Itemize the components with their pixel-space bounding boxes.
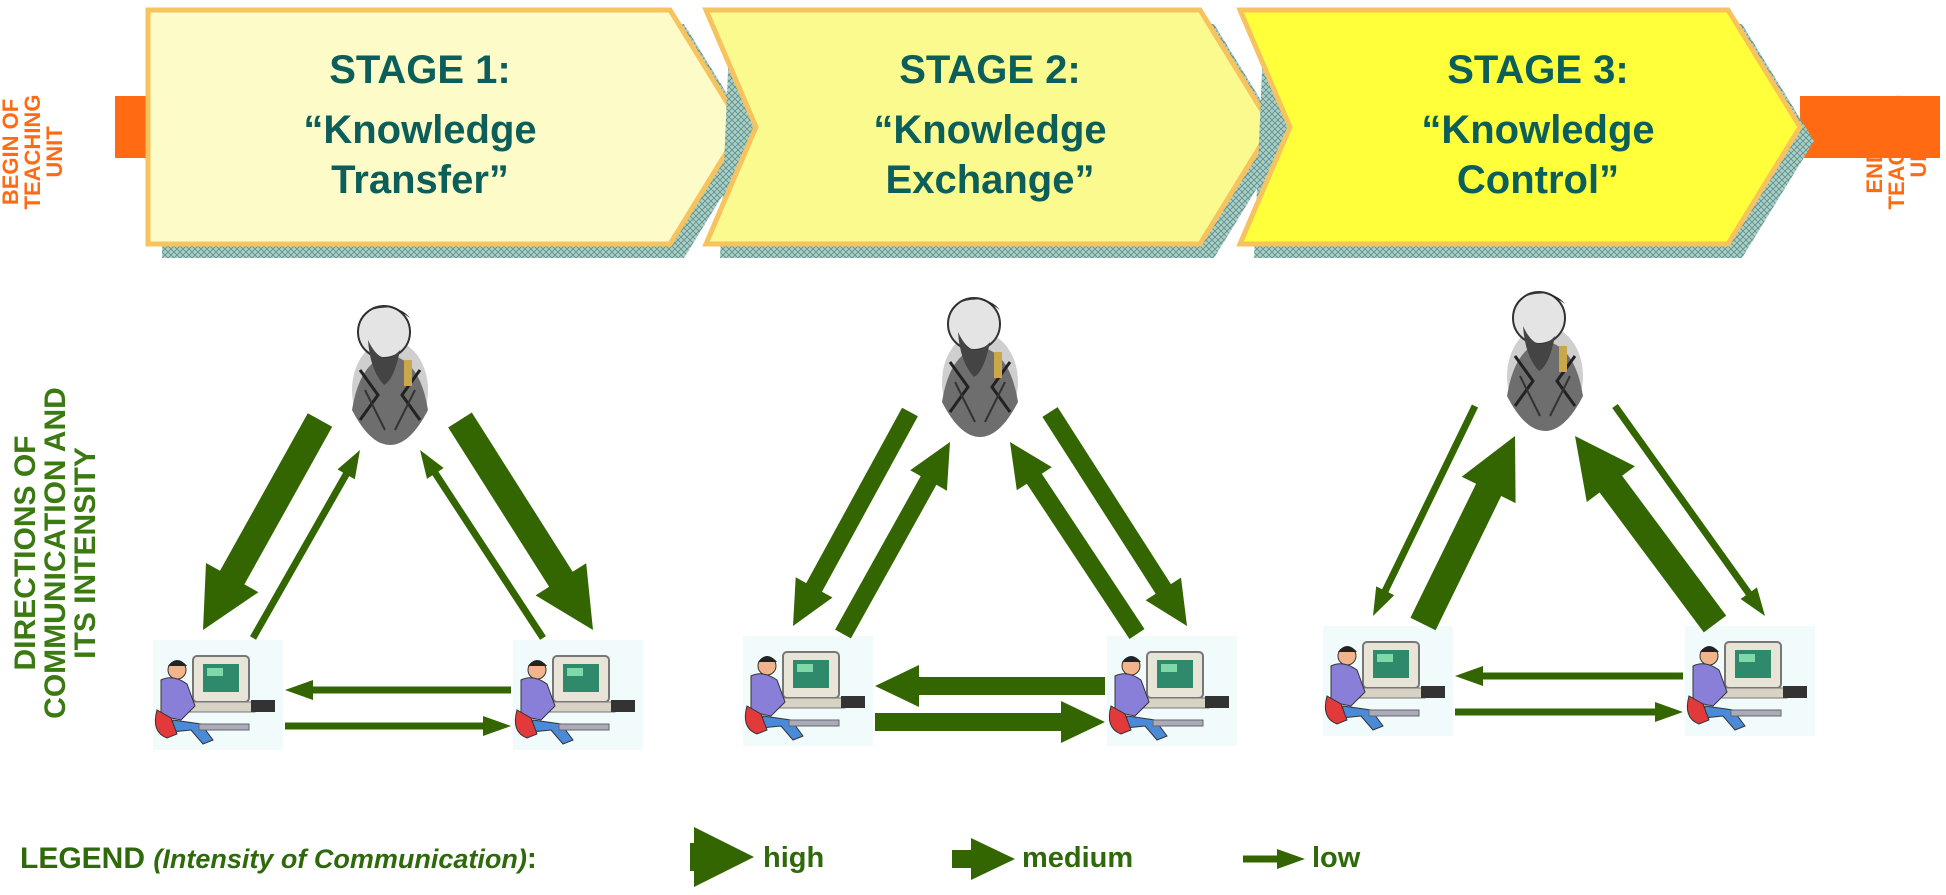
stage-3-name-line-2: Control”: [1456, 158, 1620, 202]
teacher-portrait-icon: [1505, 290, 1585, 433]
stage-1-arrow-left-to-right-student: [285, 716, 511, 736]
stage-3-chevron: [1236, 7, 1803, 247]
legend-high-label: high: [763, 842, 825, 874]
teacher-portrait-icon: [350, 304, 430, 447]
legend-title-text: LEGEND: [20, 842, 146, 875]
student-computer-icon: [512, 639, 644, 751]
stage-3-arrow-right-to-left-student: [1455, 666, 1683, 686]
stage-2-title-block: STAGE 2: “Knowledge Exchange”: [810, 48, 1170, 205]
stage-2-name-line-1: “Knowledge: [873, 108, 1107, 152]
legend-title: LEGEND (Intensity of Communication):: [20, 842, 537, 876]
stage-3-arrow-right-student-to-teacher: [1575, 436, 1727, 633]
student-computer-icon: [1322, 625, 1454, 737]
stage-1-chevron: [145, 7, 745, 247]
stage-1-arrow-right-to-left-student: [285, 680, 511, 700]
stage-1-title-block: STAGE 1: “Knowledge Transfer”: [240, 48, 600, 205]
stage-1-title: STAGE 1:: [329, 48, 511, 92]
student-computer-icon: [152, 639, 284, 751]
student-computer-icon: [1684, 625, 1816, 737]
legend-colon: :: [526, 842, 537, 875]
stage-3-arrow-teacher-to-right-student: [1612, 404, 1765, 616]
stage-2-arrow-right-to-left-student: [875, 665, 1105, 707]
stage-2-chevron: [702, 7, 1275, 247]
stage-3-arrow-teacher-to-left-student: [1373, 404, 1479, 616]
teacher-portrait-icon: [940, 296, 1020, 439]
legend-low-label: low: [1312, 842, 1361, 874]
legend-low-arrow: [1243, 849, 1305, 869]
stage-2-arrow-left-to-right-student: [875, 701, 1105, 743]
legend-medium-label: medium: [1022, 842, 1134, 874]
stage-1-arrow-left-student-to-teacher: [250, 450, 360, 640]
stage-2-title: STAGE 2:: [899, 48, 1081, 92]
stage-2-arrow-left-student-to-teacher: [835, 442, 950, 639]
stage-2-arrow-teacher-to-right-student: [1042, 407, 1187, 626]
stage-3-arrow-left-to-right-student: [1455, 702, 1683, 722]
stage-2-arrow-right-student-to-teacher: [1010, 442, 1145, 639]
directions-of-communication-label: DIRECTIONS OF COMMUNICATION AND ITS INTE…: [9, 387, 102, 719]
stage-3-title-block: STAGE 3: “Knowledge Control”: [1358, 48, 1718, 205]
legend-high-arrow: [690, 827, 754, 887]
end-teaching-unit-label: END OF TEACHING UNIT: [1862, 94, 1931, 210]
stage-1-name-line-1: “Knowledge: [303, 108, 537, 152]
legend-subtitle: (Intensity of Communication): [153, 844, 527, 874]
stage-1-name-line-2: Transfer”: [331, 158, 509, 202]
stage-1-arrow-right-student-to-teacher: [420, 450, 546, 640]
stage-3-arrow-left-student-to-teacher: [1410, 436, 1516, 631]
begin-teaching-unit-label: BEGIN OF TEACHING UNIT: [0, 94, 67, 210]
stage-2-name-line-2: Exchange”: [885, 158, 1095, 202]
stage-1-arrow-teacher-to-right-student: [448, 412, 593, 630]
stage-1-arrow-teacher-to-left-student: [203, 413, 333, 630]
legend-medium-arrow: [952, 838, 1015, 880]
student-computer-icon: [1106, 635, 1238, 747]
stage-3-name-line-1: “Knowledge: [1421, 108, 1655, 152]
stage-3-title: STAGE 3:: [1447, 48, 1629, 92]
stage-2-arrow-teacher-to-left-student: [793, 407, 918, 626]
student-computer-icon: [742, 635, 874, 747]
